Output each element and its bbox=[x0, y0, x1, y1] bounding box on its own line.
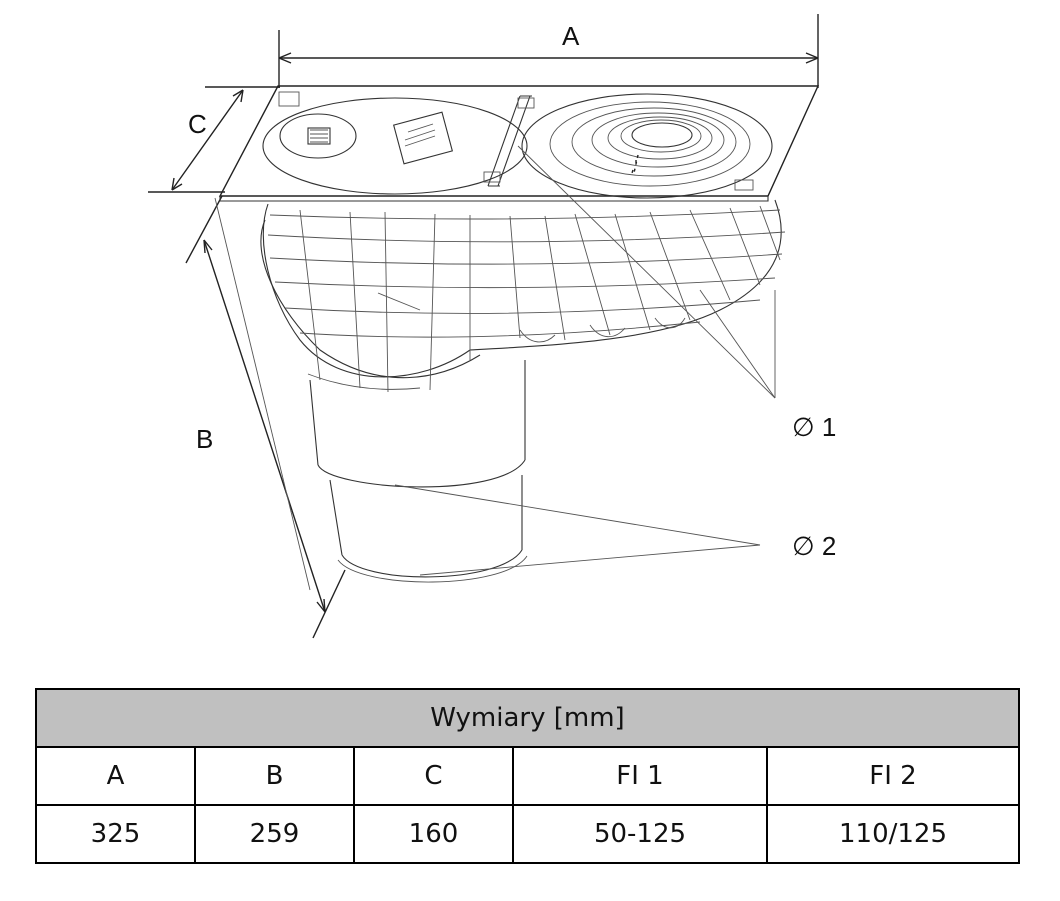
header-c: C bbox=[353, 746, 514, 806]
table-title: Wymiary [mm] bbox=[35, 688, 1020, 748]
dimensions-table: Wymiary [mm] A B C FI 1 FI 2 325 259 160… bbox=[35, 688, 1020, 864]
label-diameter-1: ∅ 1 bbox=[792, 412, 836, 442]
label-diameter-2: ∅ 2 bbox=[792, 531, 836, 561]
header-fi2: FI 2 bbox=[766, 746, 1020, 806]
dimension-c: C bbox=[148, 86, 280, 193]
header-a: A bbox=[35, 746, 196, 806]
basket-cage bbox=[260, 199, 786, 393]
header-b: B bbox=[194, 746, 355, 806]
label-b: B bbox=[196, 424, 213, 454]
value-c: 160 bbox=[353, 804, 514, 864]
header-fi1: FI 1 bbox=[512, 746, 768, 806]
table-header-row: A B C FI 1 FI 2 bbox=[35, 746, 1020, 806]
value-fi1: 50-125 bbox=[512, 804, 768, 864]
value-b: 259 bbox=[194, 804, 355, 864]
value-fi2: 110/125 bbox=[766, 804, 1020, 864]
dimension-b: B bbox=[185, 195, 346, 639]
table-row: 325 259 160 50-125 110/125 bbox=[35, 804, 1020, 864]
dimension-a: A bbox=[278, 14, 819, 88]
value-a: 325 bbox=[35, 804, 196, 864]
leader-lines: ∅ 1 ∅ 2 bbox=[377, 145, 836, 576]
grate-lid bbox=[218, 85, 820, 202]
outlet-pipe bbox=[309, 360, 528, 583]
product-technical-drawing: A C B bbox=[148, 14, 836, 639]
label-a: A bbox=[562, 21, 580, 51]
label-c: C bbox=[188, 109, 207, 139]
